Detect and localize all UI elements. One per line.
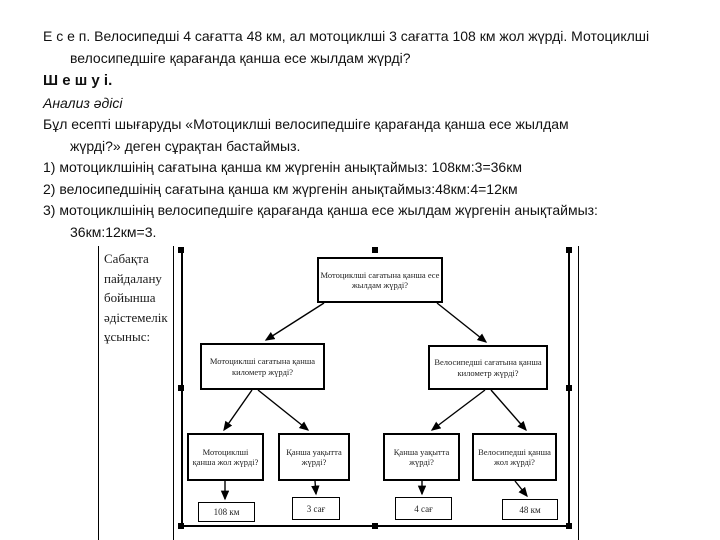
step-2-line: 2) велосипедшінің сағатына қанша км жүрг… [43,180,518,197]
flowchart-picture[interactable]: Мотоциклші сағатына қанша есе жылдам жүр… [178,247,572,529]
value-box-4h: 4 сағ [395,497,452,520]
flowchart-motorcyclist-speed-box: Мотоциклші сағатына қанша километр жүрді… [200,343,325,390]
table-border-right [578,246,579,540]
table-border-left [98,246,99,540]
step-3-line: 3) мотоциклшінің велосипедшіге қарағанда… [43,202,598,218]
value-box-48km: 48 км [502,499,558,520]
analysis-line-2: жүрді?» деген сұрақтан бастаймыз. [70,137,301,154]
step-1-line: 1) мотоциклшінің сағатына қанша км жүрге… [43,159,522,175]
solution-heading: Ш е ш у і. [43,72,113,89]
problem-line-1: Е с е п. Велосипедші 4 сағатта 48 км, ал… [43,28,650,44]
flowchart-arrows [220,302,528,501]
flowchart-motorcyclist-distance-box: Мотоциклші қанша жол жүрді? [187,433,264,481]
flowchart-cyclist-speed-box: Велосипедші сағатына қанша километр жүрд… [428,345,548,390]
problem-line-2: велосипедшіге қарағанда қанша есе жылдам… [70,49,411,66]
method-subheading: Анализ әдісі [43,95,123,111]
value-box-3h: 3 сағ [292,497,340,520]
selection-handle-middle-left[interactable] [178,385,184,391]
selection-handle-top-center[interactable] [372,247,378,253]
selection-handle-bottom-left[interactable] [178,523,184,529]
flowchart-cyclist-distance-box: Велосипедші қанша жол жүрді? [472,433,557,481]
problem-text-block: Е с е п. Велосипедші 4 сағатта 48 км, ал… [43,26,703,243]
sidebar-note: Сабақта пайдалану бойынша әдістемелік ұс… [104,251,168,344]
selection-handle-top-right[interactable] [566,247,572,253]
selection-handle-bottom-right[interactable] [566,523,572,529]
flowchart-time-question-box-2: Қанша уақытта жүрді? [383,433,460,481]
selection-handle-top-left[interactable] [178,247,184,253]
flowchart-time-question-box-1: Қанша уақытта жүрді? [278,433,350,481]
flowchart-root-question-box: Мотоциклші сағатына қанша есе жылдам жүр… [317,257,443,303]
value-box-108km: 108 км [198,502,255,522]
step-3-result: 36км:12км=3. [70,223,157,240]
selection-handle-bottom-center[interactable] [372,523,378,529]
analysis-line-1: Бұл есепті шығаруды «Мотоциклші велосипе… [43,116,569,132]
selection-handle-middle-right[interactable] [566,385,572,391]
table-border-divider [173,246,174,540]
